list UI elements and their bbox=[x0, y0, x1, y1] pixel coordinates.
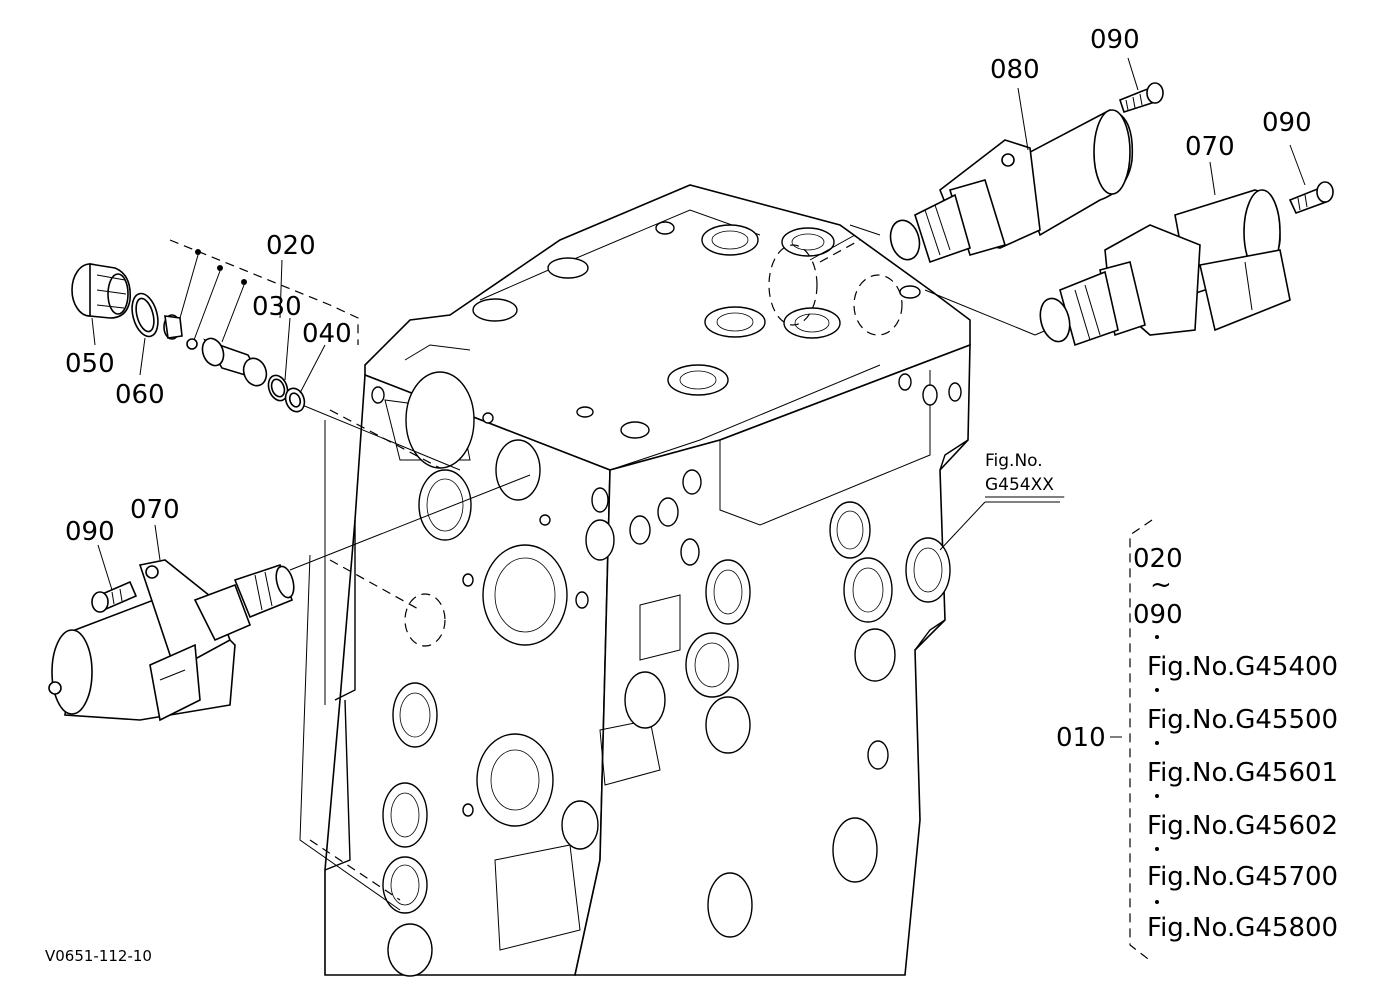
label-090-left: 090 bbox=[65, 517, 115, 547]
label-030: 030 bbox=[252, 292, 302, 322]
label-070-left: 070 bbox=[130, 495, 180, 525]
label-080: 080 bbox=[990, 55, 1040, 85]
solenoid-080 bbox=[889, 109, 1134, 264]
assembly-range-start: 020 bbox=[1133, 544, 1183, 574]
assembly-fig-4: Fig.No.G45602 bbox=[1147, 811, 1338, 841]
label-070-top: 070 bbox=[1185, 132, 1235, 162]
plug-050 bbox=[71, 263, 132, 319]
label-050: 050 bbox=[65, 349, 115, 379]
label-060: 060 bbox=[115, 380, 165, 410]
assembly-fig-3: Fig.No.G45601 bbox=[1147, 758, 1338, 788]
assembly-fig-6: Fig.No.G45800 bbox=[1147, 913, 1338, 943]
assembly-legend: 010 020 ~ 090 Fig.No.G45400 Fig.No.G4550… bbox=[1056, 519, 1338, 963]
backup-ring-040 bbox=[284, 387, 306, 413]
o-ring-060 bbox=[131, 292, 159, 338]
solenoid-070-right bbox=[1039, 189, 1291, 347]
spool-020 bbox=[163, 249, 268, 387]
fig-callout: Fig.No. G454XX bbox=[985, 451, 1065, 498]
assembly-fig-5: Fig.No.G45700 bbox=[1147, 862, 1338, 892]
part-labels: 020 030 040 050 060 070 070 080 090 090 … bbox=[65, 25, 1312, 547]
assembly-fig-1: Fig.No.G45400 bbox=[1147, 652, 1338, 682]
o-ring-030 bbox=[267, 374, 289, 402]
label-090-right: 090 bbox=[1262, 108, 1312, 138]
assembly-lines bbox=[169, 224, 1071, 911]
fig-callout-line1: Fig.No. bbox=[985, 451, 1043, 471]
solenoid-070-left bbox=[48, 559, 295, 722]
label-090-top: 090 bbox=[1090, 25, 1140, 55]
assembly-range-end: 090 bbox=[1133, 600, 1183, 630]
leader-lines bbox=[91, 57, 1306, 738]
bolt-090-right bbox=[1288, 181, 1334, 215]
assembly-number: 010 bbox=[1056, 723, 1106, 753]
bolt-090-top bbox=[1119, 82, 1164, 114]
label-040: 040 bbox=[302, 319, 352, 349]
label-020: 020 bbox=[266, 231, 316, 261]
drawing-reference: V0651-112-10 bbox=[45, 947, 152, 965]
assembly-fig-2: Fig.No.G45500 bbox=[1147, 705, 1338, 735]
bolt-090-left bbox=[91, 580, 138, 613]
valve-body bbox=[324, 184, 971, 977]
fig-callout-line2: G454XX bbox=[985, 475, 1054, 495]
assembly-range-sym: ~ bbox=[1150, 570, 1172, 600]
